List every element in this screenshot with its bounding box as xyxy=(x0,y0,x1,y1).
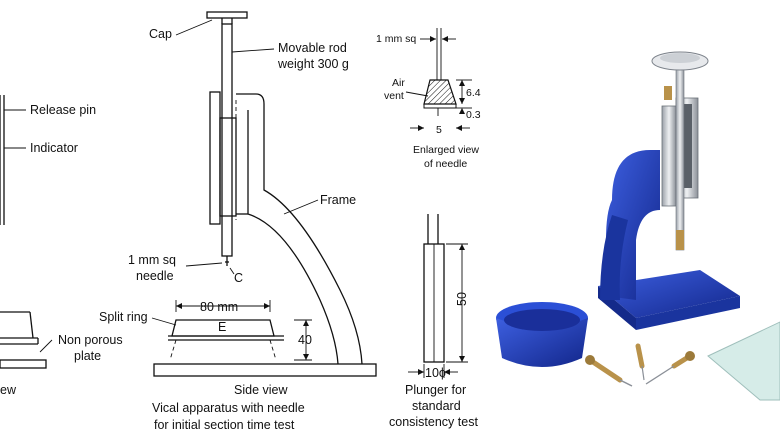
dim-6-4: 6.4 xyxy=(466,87,481,99)
plunger-caption-line3: consistency test xyxy=(389,415,478,429)
indicator-label: Indicator xyxy=(30,141,78,155)
needle-detail-caption-line1: Enlarged view xyxy=(413,144,479,156)
apparatus-rod xyxy=(675,59,685,251)
air-vent-label-line2: vent xyxy=(384,90,404,102)
needle-label: 1 mm sq needle xyxy=(128,253,179,283)
side-view-figure: Cap Movable rod weight 300 g Frame 1 mm … xyxy=(99,11,377,432)
frame xyxy=(236,93,363,365)
dim-0-3: 0.3 xyxy=(466,109,481,121)
c-mark: C xyxy=(234,271,243,285)
left-view-caption: ew xyxy=(0,383,17,397)
side-view-caption: Side view xyxy=(234,383,288,397)
frame-label: Frame xyxy=(320,193,356,207)
plunger-dia-dim: 10ϕ xyxy=(425,366,446,380)
plunger-figure: 50 10ϕ Plunger for standard consistency … xyxy=(389,214,478,429)
non-porous-plate-label: Non porous plate xyxy=(58,333,126,363)
apparatus-caption-line1: Vical apparatus with needle xyxy=(152,401,305,415)
movable-rod-label-line2: weight 300 g xyxy=(277,57,349,71)
movable-rod-label-line1: Movable rod xyxy=(278,41,347,55)
needle-head xyxy=(423,79,457,105)
apparatus-caption-line2: for initial section time test xyxy=(154,418,295,432)
split-ring-label: Split ring xyxy=(99,310,148,324)
plunger-caption: Plunger for standard consistency test xyxy=(389,383,478,429)
dim-5: 5 xyxy=(436,124,442,136)
needle-accessories xyxy=(585,343,695,387)
non-porous-plate-label-line1: Non porous xyxy=(58,333,123,347)
non-porous-plate-label-line2: plate xyxy=(74,349,101,363)
needle-label-line2: needle xyxy=(136,269,174,283)
apparatus-caption: Vical apparatus with needle for initial … xyxy=(152,401,308,432)
needle-detail-figure: 1 mm sq Air vent 6.4 0.3 xyxy=(376,28,482,170)
release-pin-label: Release pin xyxy=(30,103,96,117)
e-mark: E xyxy=(218,320,226,334)
apparatus-photo xyxy=(496,51,780,401)
plunger-caption-line1: Plunger for xyxy=(405,383,466,397)
left-partial-figure: Release pin Indicator Non porous plate e… xyxy=(0,95,126,397)
glass-plate xyxy=(707,321,780,401)
cap-label: Cap xyxy=(149,27,172,41)
plunger-caption-line2: standard xyxy=(412,399,461,413)
width-dimension: 80 mm xyxy=(200,300,238,314)
needle-detail-caption: Enlarged view of needle xyxy=(413,144,482,170)
needle-detail-caption-line2: of needle xyxy=(424,158,467,170)
air-vent-label: Air vent xyxy=(384,77,408,102)
movable-rod xyxy=(221,23,233,257)
movable-rod-label: Movable rod weight 300 g xyxy=(277,41,350,71)
base-plate xyxy=(153,363,377,377)
air-vent-label-line1: Air xyxy=(392,77,405,89)
needle-label-line1: 1 mm sq xyxy=(128,253,176,267)
plunger-length-dim: 50 xyxy=(455,292,469,306)
height-dimension: 40 xyxy=(298,333,312,347)
needle-top-dim-label: 1 mm sq xyxy=(376,33,416,45)
cap xyxy=(206,11,248,19)
